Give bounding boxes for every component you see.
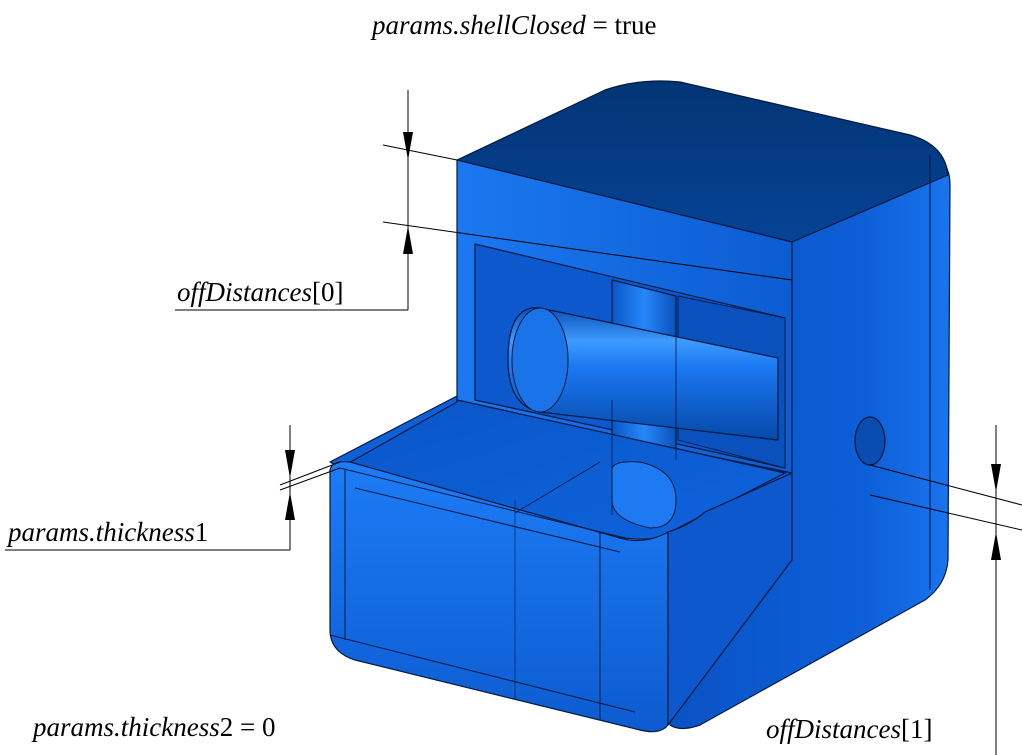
- cylinder-end-cap: [511, 307, 569, 413]
- thick1-var: params.thickness: [8, 517, 195, 547]
- off0-rest: [0]: [312, 277, 344, 307]
- arrow-thick1-bottom: [285, 492, 295, 520]
- title-rest: = true: [585, 10, 657, 40]
- arrow-off0-top: [403, 132, 413, 160]
- arrow-off1-bottom: [991, 532, 1001, 560]
- off1-rest: [1]: [901, 714, 933, 744]
- post-dome: [611, 461, 677, 529]
- off0-label: offDistances[0]: [177, 279, 343, 306]
- thick2-label: params.thickness2 = 0: [33, 714, 275, 741]
- thick1-rest: 1: [194, 517, 209, 547]
- solid-body: [329, 80, 951, 733]
- hole: [854, 416, 886, 466]
- title-label: params.shellClosed = true: [372, 12, 656, 39]
- thick1-label: params.thickness1: [8, 519, 208, 546]
- thick2-var: params.thickness: [33, 712, 220, 742]
- arrow-thick1-top: [285, 450, 295, 478]
- dimension-arrows: [285, 132, 1001, 560]
- top-face: [456, 80, 949, 243]
- base-right-face: [667, 472, 793, 726]
- edge-lines: [329, 155, 931, 720]
- thick2-rest: 2 = 0: [219, 712, 276, 742]
- off1-label: offDistances[1]: [766, 716, 932, 743]
- off1-var: offDistances: [766, 714, 901, 744]
- arrow-off1-top: [991, 464, 1001, 492]
- off0-var: offDistances: [177, 277, 312, 307]
- title-var: params.shellClosed: [372, 10, 586, 40]
- arrow-off0-bottom: [403, 226, 413, 254]
